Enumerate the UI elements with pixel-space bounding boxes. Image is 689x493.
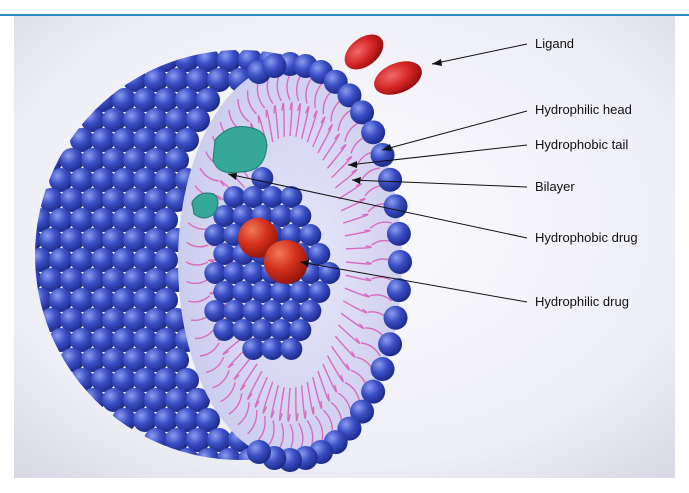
core-head: [223, 300, 245, 322]
rim-head: [378, 168, 402, 192]
rim-head: [384, 194, 408, 218]
core-head: [299, 224, 321, 246]
core-head: [251, 281, 273, 303]
core-head: [204, 262, 226, 284]
core-head: [270, 281, 292, 303]
core-head: [280, 300, 302, 322]
hydrophilic-drug-label: Hydrophilic drug: [535, 294, 629, 309]
core-head: [289, 281, 311, 303]
rim-head: [371, 357, 395, 381]
hydrophobic-tail-label: Hydrophobic tail: [535, 137, 628, 152]
hydrophobic-drug-blob-small: [192, 193, 218, 218]
core-head: [261, 300, 283, 322]
core-head: [204, 300, 226, 322]
core-head: [213, 319, 235, 341]
core-head: [289, 205, 311, 227]
rim-head: [387, 278, 411, 302]
rim-head: [262, 54, 286, 78]
core-head: [261, 186, 283, 208]
core-head: [242, 186, 264, 208]
core-head: [242, 338, 264, 360]
bilayer-label: Bilayer: [535, 179, 575, 194]
rim-head: [247, 440, 271, 464]
core-head: [308, 243, 330, 265]
ligand-label: Ligand: [535, 36, 574, 51]
rim-head: [388, 250, 412, 274]
core-head: [232, 281, 254, 303]
core-head: [242, 300, 264, 322]
hydrophobic-drug-blob: [213, 127, 267, 173]
core-head: [289, 319, 311, 341]
rim-head: [361, 120, 385, 144]
rim-head: [384, 306, 408, 330]
rim-head: [378, 332, 402, 356]
core-head: [270, 205, 292, 227]
core-head: [280, 338, 302, 360]
core-head: [251, 319, 273, 341]
rim-head: [387, 222, 411, 246]
rim-head: [371, 143, 395, 167]
core-head: [308, 281, 330, 303]
hydrophobic-drug-label: Hydrophobic drug: [535, 230, 638, 245]
core-head: [299, 300, 321, 322]
core-head: [270, 319, 292, 341]
core-head: [261, 338, 283, 360]
core-head: [223, 262, 245, 284]
core-head: [204, 224, 226, 246]
core-head: [242, 262, 264, 284]
core-head: [223, 186, 245, 208]
core-head: [213, 243, 235, 265]
core-head: [213, 281, 235, 303]
core-head: [232, 319, 254, 341]
hydrophilic-head-label: Hydrophilic head: [535, 102, 632, 117]
core-head: [318, 262, 340, 284]
core-head: [251, 167, 273, 189]
